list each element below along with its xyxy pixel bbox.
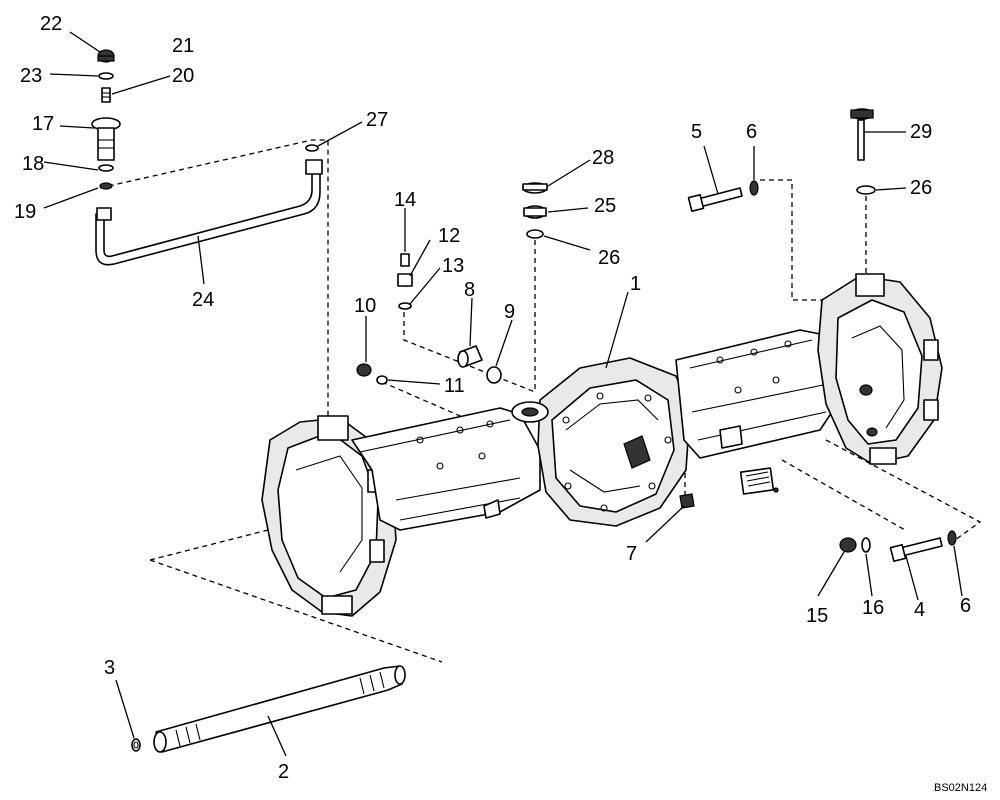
callout-20: 20 [172,65,194,87]
callout-25: 25 [594,195,616,217]
callout-29: 29 [910,121,932,143]
callout-28: 28 [592,147,614,169]
callout-6-lower: 6 [960,595,971,617]
callout-24: 24 [192,289,214,311]
callout-19: 19 [14,201,36,223]
bolts-right [687,108,957,563]
breather-tube-assembly [91,49,323,266]
callout-6-upper: 6 [746,121,757,143]
callout-7: 7 [626,543,637,565]
callout-13: 13 [442,255,464,277]
callout-22: 22 [40,13,62,35]
callout-5: 5 [691,121,702,143]
callout-3: 3 [104,657,115,679]
callout-1: 1 [630,273,641,295]
callout-26-center: 26 [598,247,620,269]
callout-14: 14 [394,189,416,211]
callout-4: 4 [914,599,925,621]
callout-26-right: 26 [910,177,932,199]
callout-17: 17 [32,113,54,135]
callout-9: 9 [504,301,515,323]
callout-2: 2 [278,761,289,783]
assembly-dashed-lines [99,139,982,663]
axle-housing [261,273,943,617]
callout-27: 27 [366,109,388,131]
callout-8: 8 [464,279,475,301]
drawing-code: BS02N124 [934,782,987,794]
callout-15: 15 [806,605,828,627]
snap-ring-3 [131,738,141,752]
callout-21: 21 [172,35,194,57]
callout-10: 10 [354,295,376,317]
callout-labels: 1 2 3 4 5 6 6 7 8 9 10 11 12 13 14 15 16… [14,13,971,783]
plugs-and-fittings [356,182,695,509]
callout-12: 12 [438,225,460,247]
callout-11: 11 [444,375,465,397]
leader-lines [43,31,963,757]
callout-23: 23 [20,65,42,87]
axle-shaft [153,665,406,753]
callout-16: 16 [862,597,884,619]
callout-18: 18 [22,153,44,175]
